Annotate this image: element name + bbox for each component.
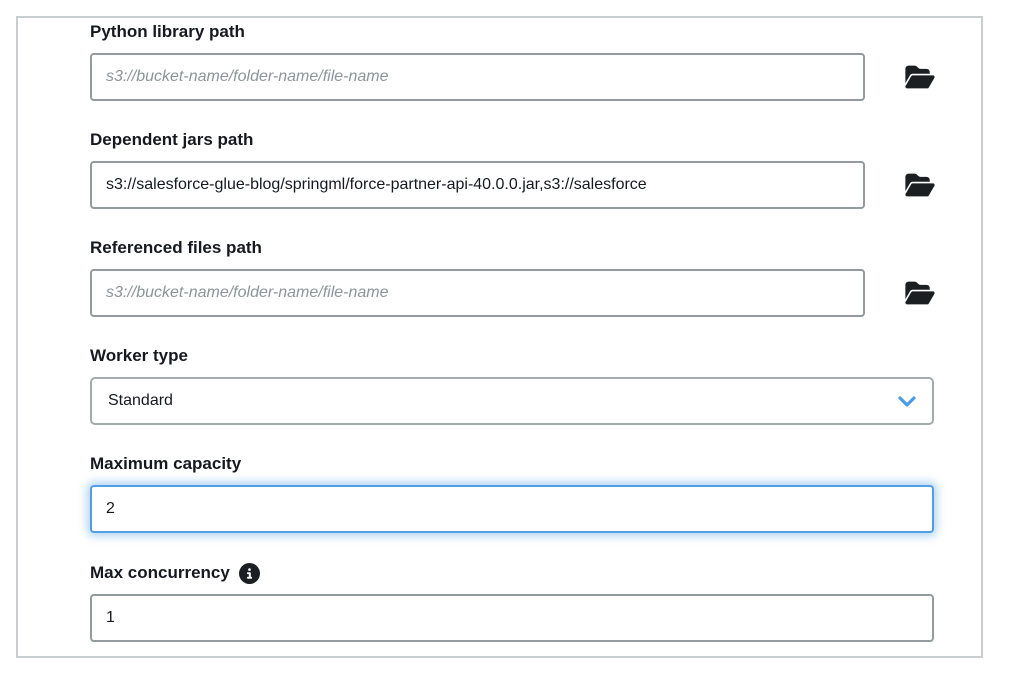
max-concurrency-label: Max concurrency — [90, 562, 981, 584]
python-library-path-browse-button[interactable] — [905, 64, 935, 90]
dependent-jars-path-input[interactable] — [90, 161, 865, 209]
referenced-files-path-input[interactable] — [90, 269, 865, 317]
referenced-files-path-label: Referenced files path — [90, 238, 262, 257]
info-icon[interactable] — [238, 563, 260, 584]
folder-open-icon — [905, 280, 935, 306]
worker-type-selected-value: Standard — [108, 392, 173, 409]
dependent-jars-path-label: Dependent jars path — [90, 130, 254, 149]
field-dependent-jars-path: Dependent jars path — [90, 130, 981, 209]
worker-type-select[interactable]: Standard — [90, 377, 934, 425]
maximum-capacity-input[interactable] — [90, 485, 934, 533]
maximum-capacity-label: Maximum capacity — [90, 454, 242, 473]
job-config-panel: Python library path Dependent jars path — [16, 16, 983, 658]
python-library-path-label: Python library path — [90, 22, 245, 41]
field-max-concurrency: Max concurrency — [90, 562, 981, 642]
chevron-down-icon — [898, 395, 916, 407]
worker-type-label: Worker type — [90, 346, 188, 365]
max-concurrency-input[interactable] — [90, 594, 934, 642]
field-maximum-capacity: Maximum capacity — [90, 454, 981, 533]
field-referenced-files-path: Referenced files path — [90, 238, 981, 317]
field-python-library-path: Python library path — [90, 22, 981, 101]
max-concurrency-label-text: Max concurrency — [90, 562, 230, 582]
folder-open-icon — [905, 64, 935, 90]
dependent-jars-path-browse-button[interactable] — [905, 172, 935, 198]
folder-open-icon — [905, 172, 935, 198]
field-worker-type: Worker type Standard — [90, 346, 981, 425]
referenced-files-path-browse-button[interactable] — [905, 280, 935, 306]
python-library-path-input[interactable] — [90, 53, 865, 101]
